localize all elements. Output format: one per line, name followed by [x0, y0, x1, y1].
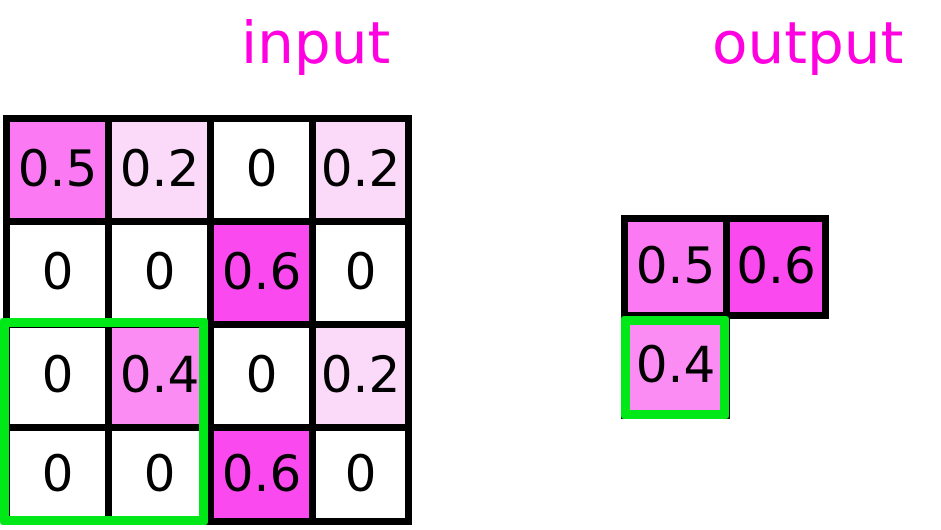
cell-value: 0.5 — [17, 140, 98, 198]
input-cell-r1c0[interactable]: 0 — [3, 218, 112, 328]
cell-value: 0 — [41, 444, 74, 503]
output-panel-title: output — [712, 9, 904, 77]
cell-value: 0.2 — [320, 346, 401, 404]
output-grid: 0.5 0.6 0.4 — [621, 215, 829, 421]
input-cell-r3c2[interactable]: 0.6 — [207, 424, 316, 525]
input-cell-r0c0[interactable]: 0.5 — [3, 115, 112, 225]
output-cell-r1c0[interactable]: 0.4 — [621, 312, 730, 419]
output-cell-r0c1[interactable]: 0.6 — [723, 215, 829, 319]
cell-value: 0 — [245, 346, 278, 404]
output-cell-r1c1 — [723, 312, 829, 419]
cell-value: 0 — [344, 243, 377, 301]
input-cell-r2c1[interactable]: 0.4 — [105, 321, 214, 431]
output-cell-r0c0[interactable]: 0.5 — [621, 215, 730, 319]
cell-value: 0 — [41, 346, 74, 404]
input-cell-r2c0[interactable]: 0 — [3, 321, 112, 431]
cell-value: 0.6 — [736, 237, 816, 295]
cell-value: 0 — [143, 243, 176, 301]
input-cell-r2c3[interactable]: 0.2 — [309, 321, 412, 431]
cell-value: 0.6 — [221, 243, 302, 301]
input-grid: 0.5 0.2 0 0.2 0 0 0.6 0 0 0.4 — [0, 115, 412, 525]
cell-value: 0.6 — [221, 444, 302, 503]
input-cell-r3c0[interactable]: 0 — [3, 424, 112, 525]
cell-value: 0.2 — [320, 140, 401, 198]
cell-value: 0 — [143, 444, 176, 503]
input-cell-r1c2[interactable]: 0.6 — [207, 218, 316, 328]
cell-value: 0.4 — [635, 335, 716, 394]
input-cell-r0c3[interactable]: 0.2 — [309, 115, 412, 225]
input-cell-r3c1[interactable]: 0 — [105, 424, 214, 525]
cell-value: 0 — [344, 444, 377, 503]
input-cell-r0c2[interactable]: 0 — [207, 115, 316, 225]
cell-value: 0 — [41, 243, 74, 301]
input-cell-r1c1[interactable]: 0 — [105, 218, 214, 328]
cell-value: 0.4 — [119, 346, 200, 404]
input-cell-r2c2[interactable]: 0 — [207, 321, 316, 431]
cell-value: 0 — [245, 140, 278, 198]
input-panel-title: input — [241, 9, 391, 77]
input-cell-r3c3[interactable]: 0 — [309, 424, 412, 525]
cell-value: 0.2 — [119, 140, 200, 198]
input-cell-r1c3[interactable]: 0 — [309, 218, 412, 328]
input-cell-r0c1[interactable]: 0.2 — [105, 115, 214, 225]
cell-value: 0.5 — [635, 237, 716, 295]
